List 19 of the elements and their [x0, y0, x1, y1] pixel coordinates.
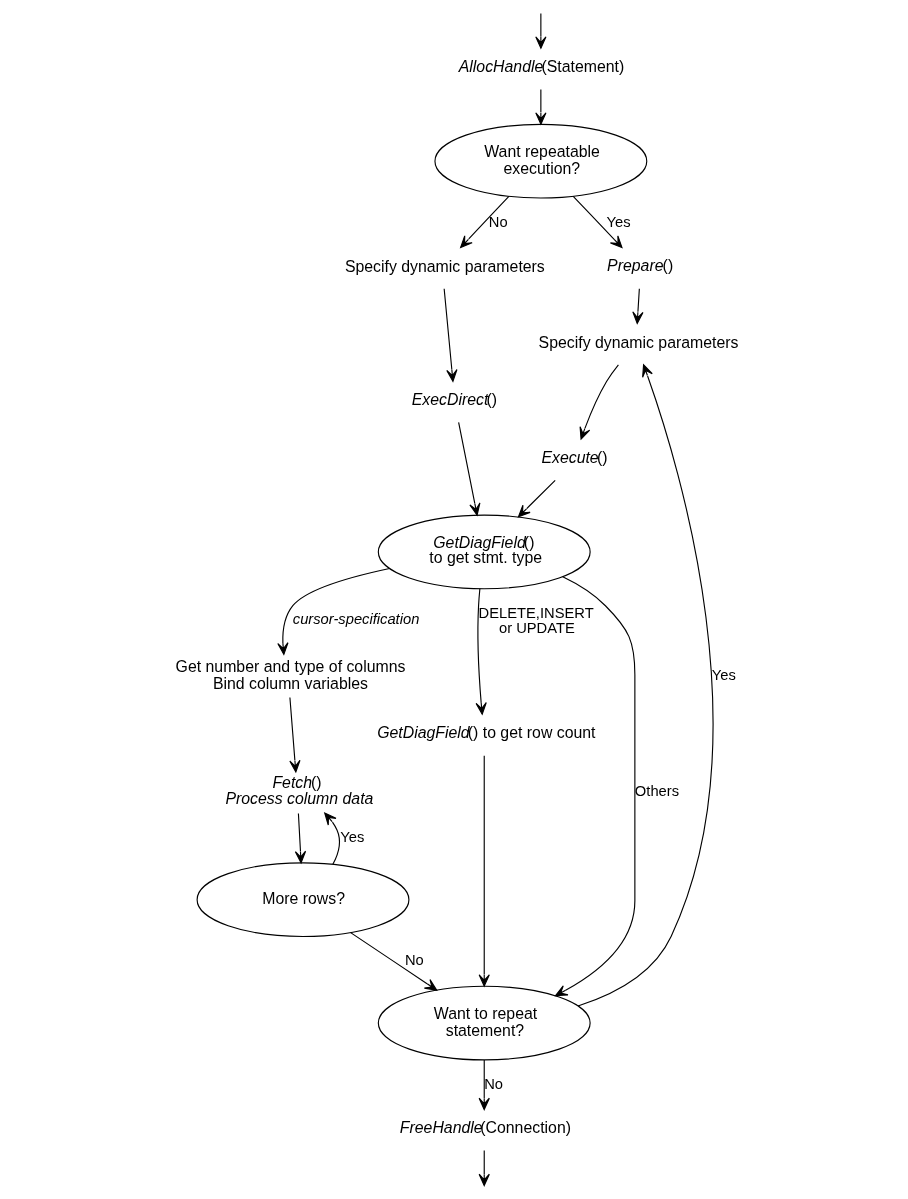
edge-label: No: [404, 952, 424, 969]
edge-label: Others: [634, 783, 679, 800]
node-text: Prepare(): [606, 257, 673, 275]
node-text: GetDiagField() to get row count: [376, 723, 595, 741]
node-text: Get number and type of columns Bind column variables: [175, 657, 405, 692]
node-text: Fetch() Process column data: [224, 774, 373, 808]
edge-label: Yes: [711, 666, 736, 683]
edge-label: Yes: [606, 213, 631, 230]
node-text: Execute(): [540, 448, 607, 466]
edge-label: cursor-specification: [292, 611, 419, 628]
node-text: ExecDirect(): [411, 390, 497, 408]
edge-label: Yes: [339, 828, 364, 845]
edge-label: No: [483, 1075, 503, 1092]
node-text: AllocHandle(Statement): [458, 57, 624, 75]
edge-label: DELETE,INSERT or UPDATE: [478, 604, 594, 637]
node-text: FreeHandle(Connection): [399, 1119, 571, 1137]
node-text: Specify dynamic parameters: [344, 258, 545, 276]
node-text: Specify dynamic parameters: [538, 334, 738, 352]
edge-label: No: [488, 213, 508, 230]
